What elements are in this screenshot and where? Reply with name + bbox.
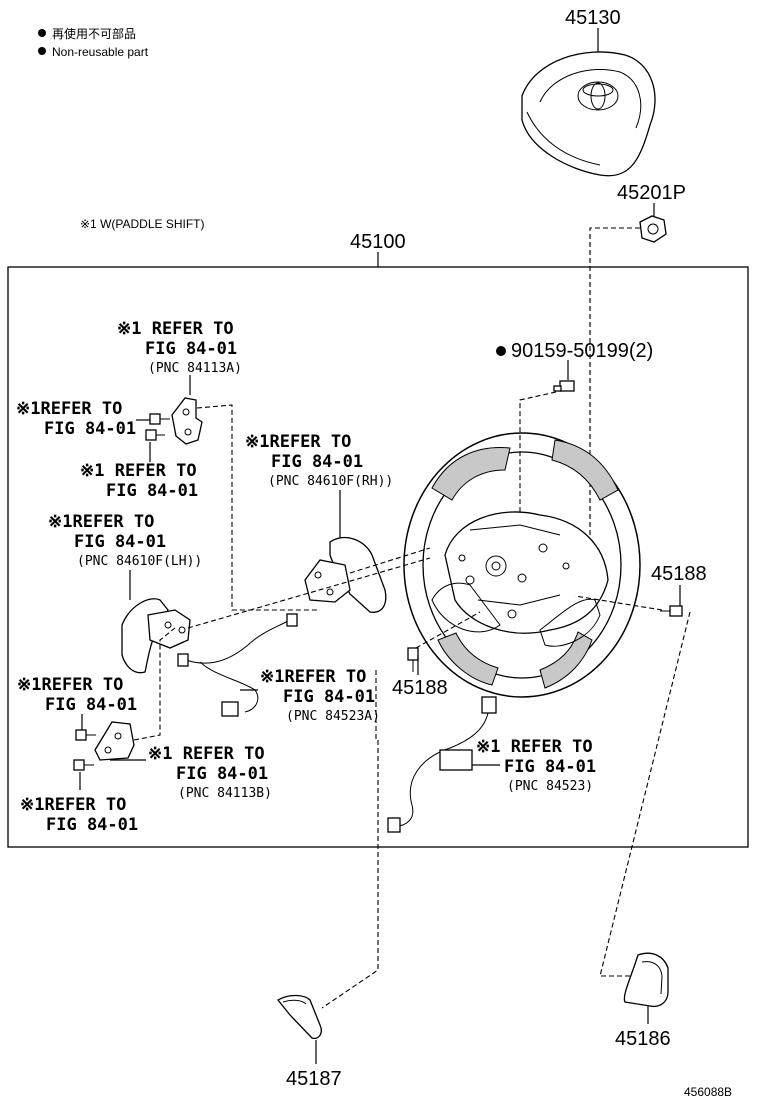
cover-left-icon[interactable]	[277, 994, 322, 1040]
callout-c6-line2: FIG 84-01	[283, 687, 375, 707]
callout-c8-line2: FIG 84-01	[176, 764, 268, 784]
callout-c10-line2: FIG 84-01	[46, 815, 138, 835]
callout-c3-line1: ※1 REFER TO	[80, 461, 197, 481]
bolt-icon[interactable]	[553, 380, 575, 392]
legend-japanese: 再使用不可部品	[52, 26, 136, 41]
paddle-switch-lh-icon[interactable]	[121, 598, 191, 674]
screw-icon[interactable]	[149, 413, 170, 425]
callout-c1-line1: ※1 REFER TO	[117, 319, 234, 339]
callout-c6-line3: (PNC 84523A)	[286, 709, 380, 724]
callout-c7-line1: ※1REFER TO	[17, 675, 123, 695]
part-number-screw-right: 45188	[651, 563, 707, 585]
callout-c5-line2: FIG 84-01	[74, 532, 166, 552]
screw-icon[interactable]	[75, 729, 96, 741]
callout-c5-line3: (PNC 84610F(LH))	[77, 554, 202, 569]
variant-note: ※1 W(PADDLE SHIFT)	[80, 217, 205, 231]
callout-c5-line1: ※1REFER TO	[48, 512, 154, 532]
part-number-cover-right: 45186	[615, 1028, 671, 1050]
horn-harness-icon[interactable]	[387, 696, 497, 833]
part-number-bolt: 90159-50199(2)	[511, 340, 653, 362]
callout-c1-line3: (PNC 84113A)	[148, 361, 242, 376]
paddle-bracket-lh-icon[interactable]	[94, 721, 135, 761]
callout-c9-line1: ※1 REFER TO	[476, 737, 593, 757]
callout-c8-line1: ※1 REFER TO	[148, 744, 265, 764]
screw-icon[interactable]	[73, 759, 94, 771]
callout-c4-line3: (PNC 84610F(RH))	[268, 474, 393, 489]
callout-c3-line2: FIG 84-01	[106, 481, 198, 501]
legend: 再使用不可部品 Non-reusable part	[38, 26, 149, 59]
callout-c2-line2: FIG 84-01	[44, 419, 136, 439]
screw-icon[interactable]	[145, 429, 165, 441]
part-number-cover-left: 45187	[286, 1068, 342, 1090]
callout-c2-line1: ※1REFER TO	[16, 399, 122, 419]
bullet-icon	[38, 29, 46, 37]
screw-center-icon[interactable]	[407, 647, 419, 672]
screw-right-icon[interactable]	[660, 605, 683, 617]
steering-wheel-icon[interactable]	[403, 432, 641, 698]
bullet-icon	[496, 346, 506, 356]
airbag-screw-icon[interactable]	[639, 215, 667, 243]
callout-c10-line1: ※1REFER TO	[20, 795, 126, 815]
bullet-icon	[38, 47, 46, 55]
paddle-harness-icon[interactable]	[177, 613, 298, 717]
paddle-bracket-rh-icon[interactable]	[171, 397, 203, 445]
part-number-screw-center: 45188	[392, 677, 448, 699]
part-number-airbag: 45130	[565, 7, 621, 29]
part-number-wheel-assembly: 45100	[350, 231, 406, 253]
callout-c4-line2: FIG 84-01	[271, 452, 363, 472]
callout-c1-line2: FIG 84-01	[145, 339, 237, 359]
part-number-airbag-screw: 45201P	[617, 182, 686, 204]
airbag-assembly-icon[interactable]	[521, 51, 656, 177]
paddle-switch-rh-icon[interactable]	[304, 537, 387, 613]
callout-c4-line1: ※1REFER TO	[245, 432, 351, 452]
callout-c9-line3: (PNC 84523)	[507, 779, 593, 794]
callout-c8-line3: (PNC 84113B)	[178, 786, 272, 801]
callout-c9-line2: FIG 84-01	[504, 757, 596, 777]
legend-english: Non-reusable part	[52, 45, 149, 59]
callout-c6-line1: ※1REFER TO	[260, 667, 366, 687]
figure-id: 456088B	[684, 1085, 732, 1099]
callout-c7-line2: FIG 84-01	[45, 695, 137, 715]
cover-right-icon[interactable]	[623, 952, 669, 1008]
